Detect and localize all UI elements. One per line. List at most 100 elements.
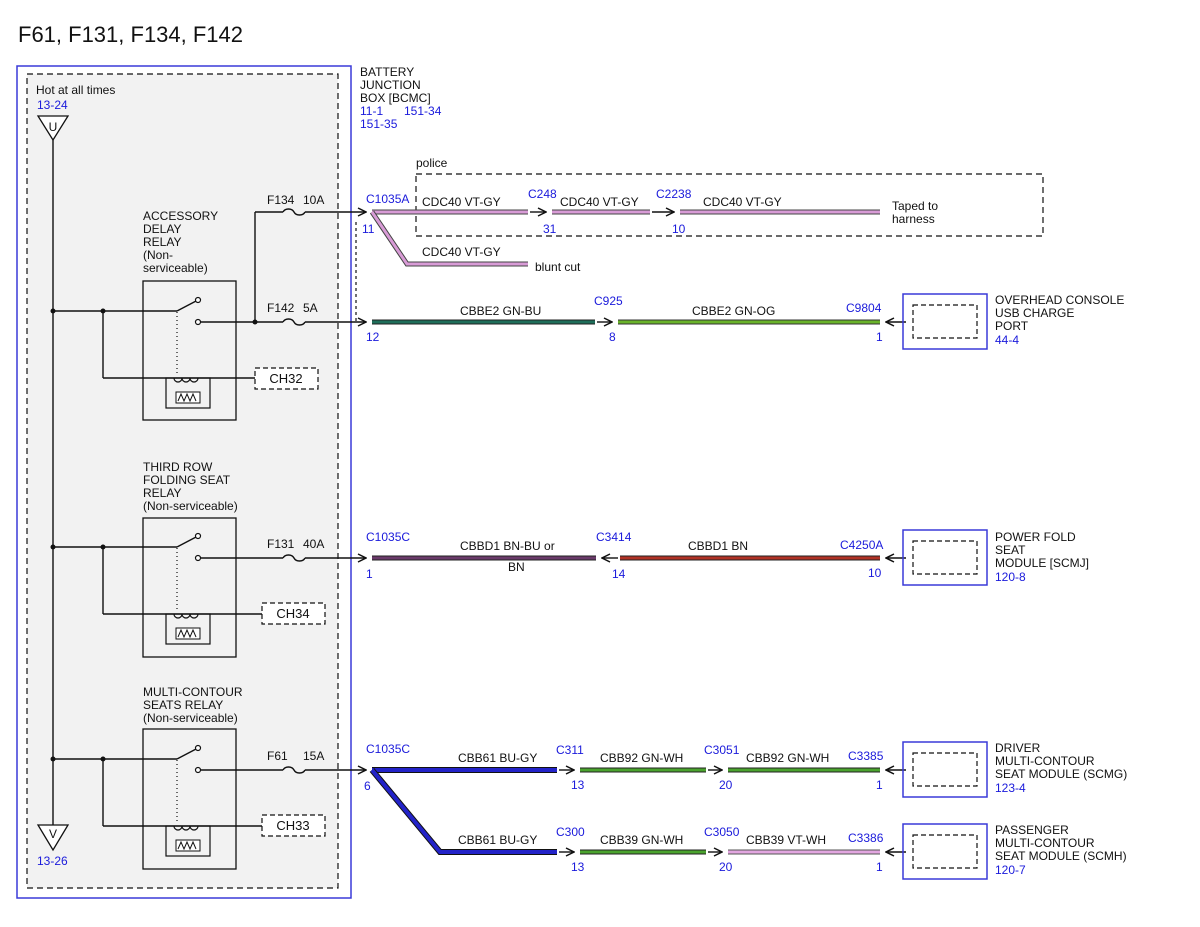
- c311-label[interactable]: C311: [556, 743, 584, 757]
- bjb-label-line-3: BOX [BCMC]: [360, 91, 431, 105]
- c9804-pin: 1: [876, 330, 883, 344]
- wire-cdc40-blunt: [370, 211, 528, 266]
- module1-ref[interactable]: 44-4: [995, 333, 1019, 347]
- f61-name: F61: [267, 749, 288, 763]
- c3050-pin: 20: [719, 860, 733, 874]
- bjb-label-line-1: BATTERY: [360, 65, 414, 79]
- top-ref-link[interactable]: 13-24: [37, 98, 68, 112]
- module1-label-1: OVERHEAD CONSOLE: [995, 293, 1124, 307]
- module-overhead-console: OVERHEAD CONSOLE USB CHARGE PORT 44-4: [902, 293, 1124, 350]
- relay1-coil: [165, 377, 211, 409]
- f131-fuse-symbol[interactable]: [282, 554, 306, 562]
- c1035c-6-label[interactable]: C1035C: [366, 742, 410, 756]
- module4-ref[interactable]: 120-7: [995, 863, 1026, 877]
- relay2-coil: [165, 613, 211, 645]
- cdc40-label-4: CDC40 VT-GY: [422, 245, 501, 259]
- ch32-box: [254, 367, 319, 390]
- relay2-label-4: (Non-serviceable): [143, 499, 238, 513]
- module2-ref[interactable]: 120-8: [995, 570, 1026, 584]
- c1035a-pin-11: 11: [362, 222, 375, 236]
- relay3-label-3: (Non-serviceable): [143, 711, 238, 725]
- relay1-label-2: DELAY: [143, 222, 181, 236]
- c3051-pin: 20: [719, 778, 733, 792]
- ch33-label: CH33: [276, 818, 309, 833]
- f134-rating: 10A: [303, 193, 324, 207]
- relay3-coil: [165, 825, 211, 857]
- c1035a-pin-12: 12: [366, 330, 380, 344]
- c2238-pin: 10: [672, 222, 686, 236]
- c248-label[interactable]: C248: [528, 187, 557, 201]
- c300-label[interactable]: C300: [556, 825, 585, 839]
- accessory-delay-relay: ACCESSORY DELAY RELAY (Non- serviceable)…: [50, 209, 319, 421]
- module2-label-3: MODULE [SCMJ]: [995, 556, 1089, 570]
- module2-label-2: SEAT: [995, 543, 1026, 557]
- module1-label-3: PORT: [995, 319, 1029, 333]
- f61-fuse-symbol[interactable]: [282, 766, 306, 774]
- police-label: police: [416, 156, 448, 170]
- cbb92-label-1: CBB92 GN-WH: [600, 751, 683, 765]
- c1035c-top-label[interactable]: C1035C: [366, 530, 410, 544]
- c3050-label[interactable]: C3050: [704, 825, 740, 839]
- cbbd1-label-1: CBBD1 BN-BU or: [460, 539, 555, 553]
- c925-label[interactable]: C925: [594, 294, 623, 308]
- module2-label-1: POWER FOLD: [995, 530, 1076, 544]
- c1035a-top-label[interactable]: C1035A: [366, 192, 409, 206]
- f134-fuse-symbol[interactable]: [282, 208, 306, 216]
- c311-pin: 13: [571, 778, 585, 792]
- cbbe2-label-1: CBBE2 GN-BU: [460, 304, 541, 318]
- relay1-switch-arm: [176, 299, 199, 312]
- cbb39-label-2: CBB39 VT-WH: [746, 833, 826, 847]
- bjb-ref-2[interactable]: 151-34: [404, 104, 442, 118]
- ch33-box: [261, 814, 326, 837]
- relay1-label-5: serviceable): [143, 261, 208, 275]
- c3414-label[interactable]: C3414: [596, 530, 632, 544]
- taped-label-2: harness: [892, 212, 935, 226]
- taped-label-1: Taped to: [892, 199, 938, 213]
- c2238-label[interactable]: C2238: [656, 187, 692, 201]
- relay3-box: [142, 728, 237, 870]
- module4-label-1: PASSENGER: [995, 823, 1069, 837]
- top-bus-tag: U: [49, 120, 58, 134]
- multi-contour-seats-relay: MULTI-CONTOUR SEATS RELAY (Non-serviceab…: [50, 685, 326, 870]
- c1035c-pin-1: 1: [366, 567, 373, 581]
- module3-ref[interactable]: 123-4: [995, 781, 1026, 795]
- f61-rating: 15A: [303, 749, 324, 763]
- bottom-ref-link[interactable]: 13-26: [37, 854, 68, 868]
- relay2-switch-arm: [176, 535, 199, 548]
- relay1-label-3: RELAY: [143, 235, 181, 249]
- c3385-label[interactable]: C3385: [848, 749, 884, 763]
- relay3-label-1: MULTI-CONTOUR: [143, 685, 243, 699]
- c4250a-label[interactable]: C4250A: [840, 538, 883, 552]
- f131-name: F131: [267, 537, 295, 551]
- c3385-pin: 1: [876, 778, 883, 792]
- module4-label-3: SEAT MODULE (SCMH): [995, 849, 1127, 863]
- cdc40-label-1: CDC40 VT-GY: [422, 195, 501, 209]
- blunt-cut-label: blunt cut: [535, 260, 581, 274]
- ch34-box: [261, 602, 326, 625]
- c4250a-pin: 10: [868, 566, 882, 580]
- relay2-box: [142, 517, 237, 658]
- c300-pin: 13: [571, 860, 585, 874]
- bjb-ref-3[interactable]: 151-35: [360, 117, 398, 131]
- wire-multi-contour-group: [369, 770, 906, 852]
- cbbd1-label-2: CBBD1 BN: [688, 539, 748, 553]
- top-bus-triangle: [36, 115, 70, 142]
- f142-rating: 5A: [303, 301, 318, 315]
- bjb-label-line-2: JUNCTION: [360, 78, 421, 92]
- f142-fuse-symbol[interactable]: [282, 318, 306, 326]
- bjb-label: BATTERY JUNCTION BOX [BCMC] 11-1 151-34 …: [360, 65, 442, 131]
- relay1-box: [142, 280, 237, 421]
- c248-pin: 31: [543, 222, 557, 236]
- relay3-label-2: SEATS RELAY: [143, 698, 223, 712]
- module-passenger-multi-contour: PASSENGER MULTI-CONTOUR SEAT MODULE (SCM…: [902, 823, 1127, 880]
- c3386-label[interactable]: C3386: [848, 831, 884, 845]
- c9804-label[interactable]: C9804: [846, 301, 882, 315]
- cbbe2-label-2: CBBE2 GN-OG: [692, 304, 775, 318]
- relay1-label-4: (Non-: [143, 248, 173, 262]
- c1035c-pin-6: 6: [364, 779, 371, 793]
- bjb-ref-1[interactable]: 11-1: [360, 104, 383, 118]
- bottom-bus-tag: V: [49, 827, 57, 841]
- module-driver-multi-contour: DRIVER MULTI-CONTOUR SEAT MODULE (SCMG) …: [902, 741, 1127, 798]
- c3051-label[interactable]: C3051: [704, 743, 740, 757]
